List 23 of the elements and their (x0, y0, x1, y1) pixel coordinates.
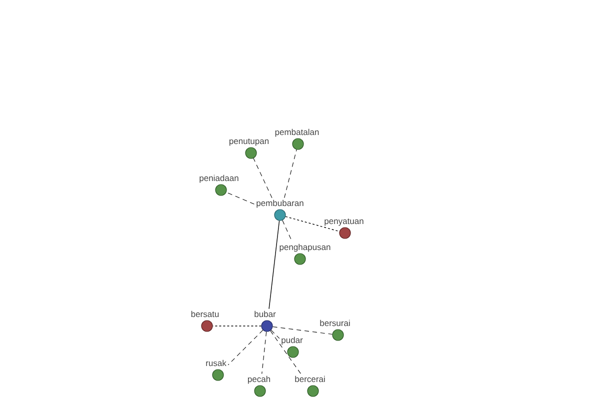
word-label: pudar (282, 336, 303, 345)
word-label: penyatuan (324, 218, 364, 226)
connector-line (226, 192, 254, 204)
connector-line (270, 330, 280, 339)
connector-line (285, 216, 340, 232)
word-label: pembubaran (256, 200, 304, 208)
word-label: penghapusan (280, 244, 330, 252)
word-label: peniadaan (200, 174, 238, 183)
word-label: pecah (248, 376, 270, 384)
connector-line (272, 326, 333, 335)
connector-line (253, 158, 272, 198)
word-label: bercerai (295, 376, 325, 382)
word-label: bersatu (191, 310, 219, 318)
connector-line (262, 332, 267, 374)
connector-line (270, 330, 302, 374)
connector-line (228, 330, 264, 366)
word-label: bubar (254, 310, 276, 318)
connector-line (268, 220, 280, 310)
connector-line (284, 149, 297, 198)
word-label: rusak (206, 360, 226, 366)
word-label: penutupan (229, 138, 269, 146)
word-label: bersurai (320, 320, 350, 326)
word-label: pembatalan (275, 128, 319, 137)
